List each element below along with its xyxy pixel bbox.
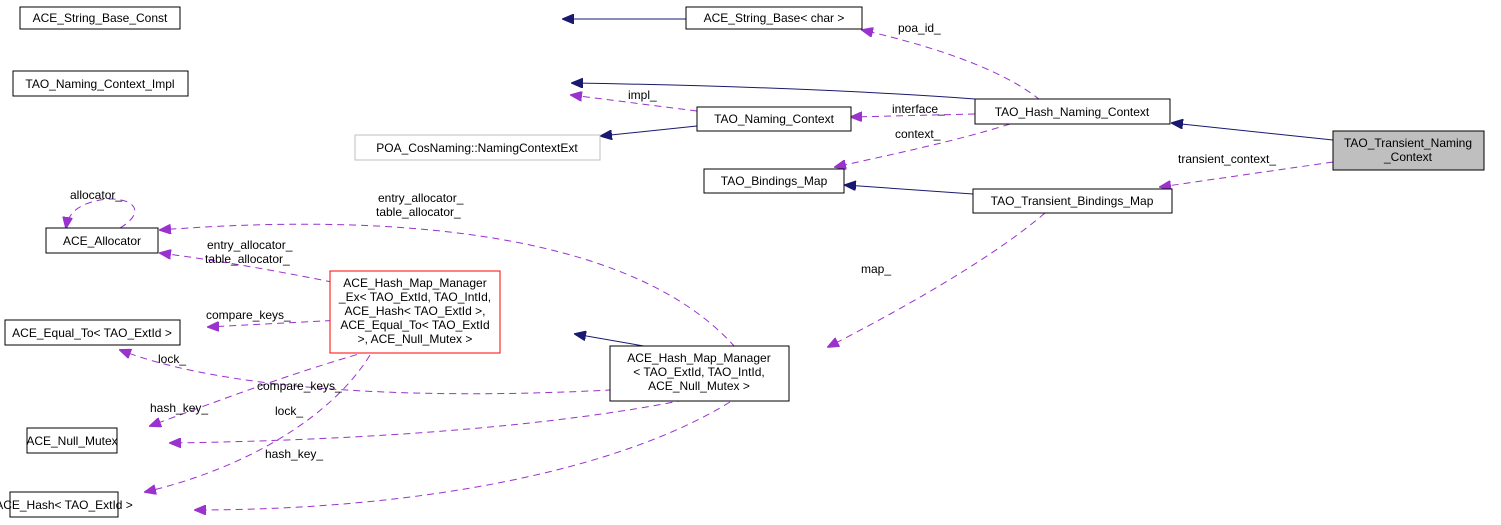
node-label: TAO_Naming_Context (714, 112, 834, 126)
node-label: ACE_String_Base_Const (33, 11, 168, 25)
node-ace-equal-to[interactable]: ACE_Equal_To< TAO_ExtId > (4, 319, 181, 346)
node-ace-hash-map-manager[interactable]: ACE_Hash_Map_Manager < TAO_ExtId, TAO_In… (609, 345, 790, 402)
node-label: ACE_Hash< TAO_ExtId > (0, 498, 133, 512)
edge-label-allocator: allocator_ (70, 188, 122, 202)
edge-label-lock-ex: lock_ (158, 352, 186, 366)
edge-label-hash-key-mgr: hash_key_ (265, 447, 323, 461)
node-label: ACE_String_Base< char > (704, 11, 845, 25)
edge-label-compare-keys-mgr: compare_keys_ (257, 379, 342, 393)
node-label: >, ACE_Null_Mutex > (358, 332, 473, 346)
node-label: TAO_Naming_Context_Impl (25, 77, 174, 91)
node-label: ACE_Null_Mutex > (648, 379, 750, 393)
edge-transient-bindings-inherits-bindings (845, 185, 974, 195)
node-ace-allocator[interactable]: ACE_Allocator (45, 227, 159, 254)
edge-label-interface: interface_ (892, 102, 945, 116)
node-label: TAO_Bindings_Map (721, 174, 828, 188)
edge-context (835, 123, 1011, 167)
node-label: ACE_Hash< TAO_ExtId >, (345, 304, 486, 318)
edge-lock-ex (150, 347, 381, 426)
edge-label-lock-mgr: lock_ (275, 404, 303, 418)
edge-label-alloc-near-2: table_allocator_ (205, 252, 290, 266)
node-poa-cosnaming-naming-context-ext[interactable]: POA_CosNaming::NamingContextExt (354, 134, 601, 161)
node-label: ACE_Hash_Map_Manager (343, 276, 486, 290)
node-label: ACE_Hash_Map_Manager (627, 351, 770, 365)
edge-map (828, 212, 1046, 347)
node-tao-transient-naming-context[interactable]: TAO_Transient_Naming _Context (1332, 130, 1485, 171)
edge-label-transient-context: transient_context_ (1178, 152, 1276, 166)
edge-transient-naming-inherits-hash (1172, 123, 1334, 141)
node-ace-hash[interactable]: ACE_Hash< TAO_ExtId > (0, 491, 133, 518)
edge-label-alloc-near-1: entry_allocator_ (207, 238, 293, 252)
edge-compare-keys-mgr (120, 350, 685, 395)
node-label: TAO_Transient_Bindings_Map (991, 194, 1154, 208)
node-label: _Ex< TAO_ExtId, TAO_IntId, (338, 290, 491, 304)
node-label: _Context (1383, 150, 1433, 164)
edge-poa-id (862, 30, 1041, 101)
node-label: < TAO_ExtId, TAO_IntId, (633, 365, 765, 379)
node-ace-string-base-char[interactable]: ACE_String_Base< char > (685, 6, 863, 30)
edge-naming-context-inherits-poa (601, 125, 698, 136)
node-tao-hash-naming-context[interactable]: TAO_Hash_Naming_Context (974, 98, 1171, 125)
edge-label-context: context_ (895, 127, 941, 141)
node-label: ACE_Null_Mutex (26, 434, 117, 448)
edge-hash-key-mgr (195, 401, 731, 510)
edge-label-alloc-far-2: table_allocator_ (376, 205, 461, 219)
edge-label-impl: impl_ (628, 88, 657, 102)
node-label: ACE_Allocator (63, 234, 141, 248)
edge-lock-mgr (170, 399, 685, 443)
edge-impl (571, 95, 698, 112)
node-tao-naming-context[interactable]: TAO_Naming_Context (696, 106, 852, 132)
node-tao-bindings-map[interactable]: TAO_Bindings_Map (703, 168, 845, 194)
node-label: TAO_Hash_Naming_Context (995, 105, 1150, 119)
edge-label-map: map_ (861, 262, 891, 276)
node-ace-hash-map-manager-ex[interactable]: ACE_Hash_Map_Manager _Ex< TAO_ExtId, TAO… (329, 270, 501, 354)
edge-allocator-self (66, 198, 136, 228)
node-label: ACE_Equal_To< TAO_ExtId > (12, 326, 172, 340)
node-label: ACE_Equal_To< TAO_ExtId (340, 318, 489, 332)
node-ace-null-mutex[interactable]: ACE_Null_Mutex (26, 427, 118, 454)
edge-interface (851, 114, 976, 117)
node-ace-string-base-const[interactable]: ACE_String_Base_Const (19, 6, 181, 30)
edge-alloc-far (160, 223, 736, 348)
edge-label-hash-key-ex: hash_key_ (150, 401, 208, 415)
edge-label-compare-keys-ex: compare_keys_ (206, 308, 291, 322)
edge-transient-context (1160, 161, 1334, 187)
node-label: POA_CosNaming::NamingContextExt (376, 141, 578, 155)
node-label: TAO_Transient_Naming (1344, 136, 1472, 150)
edge-hash-naming-inherits-impl (572, 83, 976, 100)
node-tao-naming-context-impl[interactable]: TAO_Naming_Context_Impl (12, 70, 189, 97)
edge-hash-key-ex (145, 354, 371, 492)
edge-label-alloc-far-1: entry_allocator_ (378, 191, 464, 205)
node-tao-transient-bindings-map[interactable]: TAO_Transient_Bindings_Map (972, 188, 1173, 214)
edge-label-poa-id: poa_id_ (898, 21, 941, 35)
